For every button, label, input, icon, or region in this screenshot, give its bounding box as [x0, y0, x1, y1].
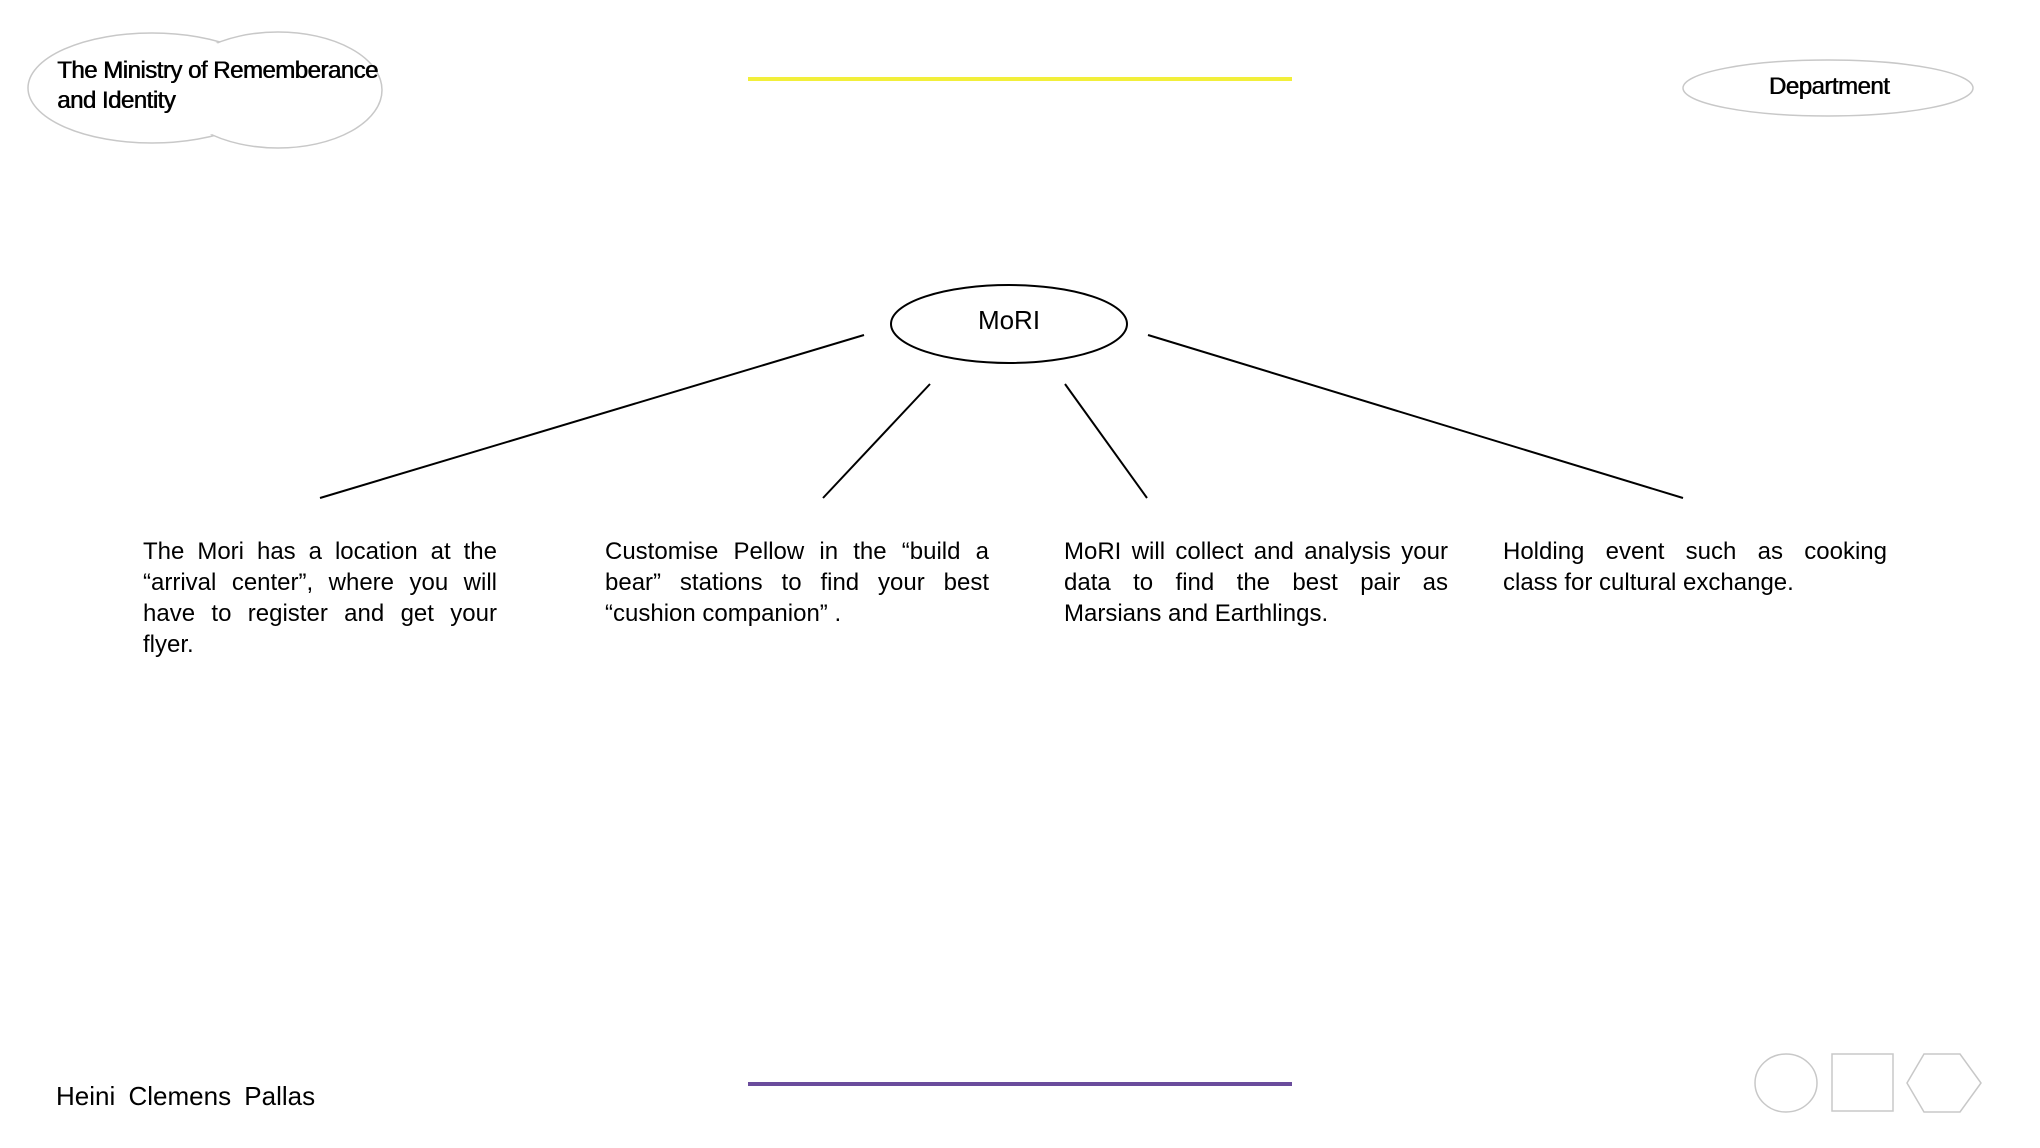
connector-line-4	[1147, 334, 1684, 499]
circle-icon[interactable]	[1754, 1053, 1818, 1113]
branch-text-arrival-center: The Mori has a location at the “arrival …	[143, 538, 497, 658]
branch-text-data-pairing: MoRI will collect and analysis your data…	[1064, 538, 1448, 627]
connector-line-2	[822, 383, 931, 499]
author-names: Heini Clemens Pallas	[56, 1081, 316, 1111]
branch-text-build-a-bear: Customise Pellow in the “build a bear” s…	[605, 538, 989, 627]
center-node-label: MoRI	[977, 305, 1041, 335]
department-bubble[interactable]	[1682, 59, 1974, 117]
square-icon[interactable]	[1831, 1053, 1894, 1112]
center-node-ellipse[interactable]	[890, 284, 1128, 364]
ministry-logo-text[interactable]: The Ministry of Rememberance and Identit…	[57, 57, 378, 114]
hexagon-icon[interactable]	[1906, 1053, 1982, 1113]
logo-cloud-bubble	[27, 31, 383, 149]
department-label[interactable]: Department	[1768, 73, 1890, 100]
branch-text-cultural-events: Holding event such as cooking class for …	[1503, 538, 1887, 596]
connector-line-1	[319, 334, 865, 499]
connector-line-3	[1064, 383, 1148, 499]
